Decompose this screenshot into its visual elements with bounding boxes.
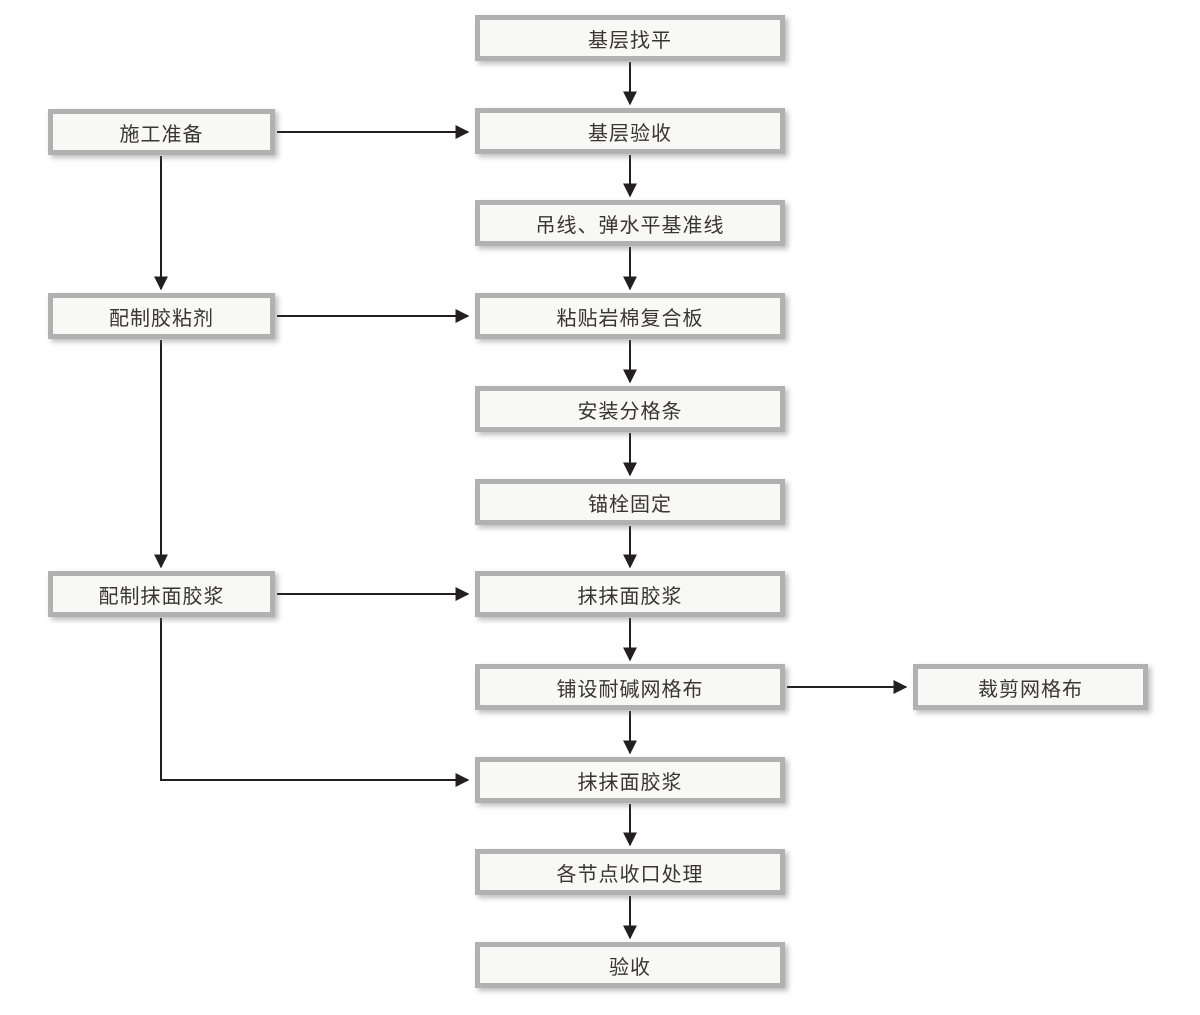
node-label: 基层找平 bbox=[588, 29, 672, 52]
arrow-prepare-mortar-to-mortar-2 bbox=[160, 618, 470, 787]
node-prepare-finishing-mortar: 配制抹面胶浆 bbox=[48, 571, 275, 617]
node-label: 粘贴岩棉复合板 bbox=[556, 307, 704, 330]
node-base-leveling: 基层找平 bbox=[475, 15, 785, 61]
node-lay-alkali-mesh: 铺设耐碱网格布 bbox=[475, 664, 785, 710]
node-label: 安装分格条 bbox=[577, 400, 683, 423]
node-apply-finishing-mortar-1: 抹抹面胶浆 bbox=[475, 571, 785, 617]
node-label: 铺设耐碱网格布 bbox=[556, 678, 704, 701]
node-label: 验收 bbox=[609, 956, 651, 979]
node-construction-preparation: 施工准备 bbox=[48, 109, 275, 155]
node-label: 基层验收 bbox=[588, 122, 672, 145]
node-cut-mesh-cloth: 裁剪网格布 bbox=[913, 664, 1148, 710]
node-base-acceptance: 基层验收 bbox=[475, 108, 785, 154]
node-prepare-adhesive: 配制胶粘剂 bbox=[48, 293, 275, 339]
node-label: 各节点收口处理 bbox=[556, 863, 704, 886]
node-paste-rockwool-panel: 粘贴岩棉复合板 bbox=[475, 293, 785, 339]
node-label: 裁剪网格布 bbox=[978, 678, 1083, 701]
node-node-closure-treatment: 各节点收口处理 bbox=[475, 849, 785, 895]
node-label: 配制抹面胶浆 bbox=[98, 585, 225, 608]
node-label: 抹抹面胶浆 bbox=[577, 585, 683, 608]
node-anchor-bolt-fixing: 锚栓固定 bbox=[475, 479, 785, 525]
node-label: 抹抹面胶浆 bbox=[577, 771, 683, 794]
node-install-divider-strips: 安装分格条 bbox=[475, 386, 785, 432]
node-apply-finishing-mortar-2: 抹抹面胶浆 bbox=[475, 757, 785, 803]
node-hang-line-snap-datum: 吊线、弹水平基准线 bbox=[475, 200, 785, 246]
node-label: 吊线、弹水平基准线 bbox=[535, 214, 725, 237]
node-final-acceptance: 验收 bbox=[475, 942, 785, 988]
node-label: 施工准备 bbox=[119, 123, 204, 146]
flow-arrows bbox=[154, 62, 908, 940]
node-label: 配制胶粘剂 bbox=[109, 307, 214, 330]
node-label: 锚栓固定 bbox=[588, 493, 672, 516]
